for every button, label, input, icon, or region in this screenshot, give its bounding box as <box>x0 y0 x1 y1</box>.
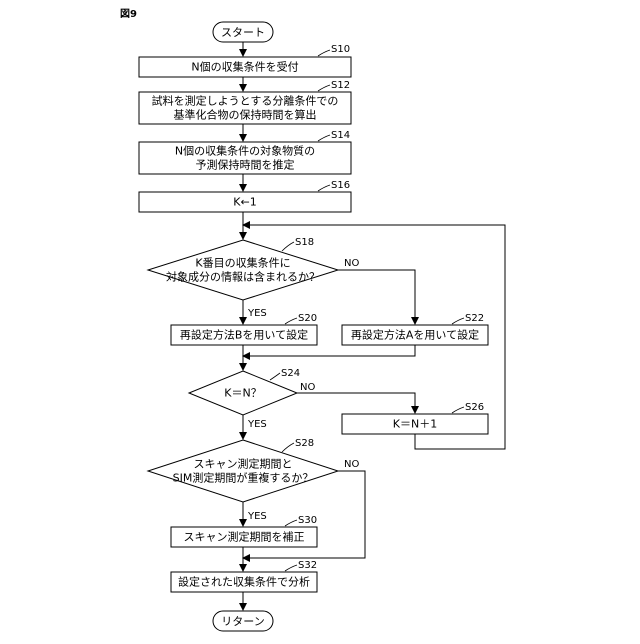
step-id-s26-text: S26 <box>465 402 484 413</box>
step-id-s14-text: S14 <box>331 130 350 141</box>
step-s20-box: 再設定方法Bを用いて設定 <box>171 325 317 345</box>
decision-s18-diamond: K番目の収集条件に対象成分の情報は含まれるか？ <box>148 240 338 300</box>
step-id-s16: S16 <box>318 180 350 191</box>
step-s22-text: 再設定方法Aを用いて設定 <box>351 328 479 342</box>
decision-s18-text-line-1: K番目の収集条件に <box>195 256 290 270</box>
step-id-s28: S28 <box>282 438 314 452</box>
decision-s18-text-line-2: 対象成分の情報は含まれるか？ <box>166 270 320 284</box>
start-terminal: スタート <box>213 22 273 42</box>
step-id-s24-text: S24 <box>281 368 300 379</box>
s18-no-label: NO <box>344 258 359 269</box>
step-s30-box: スキャン測定期間を補正 <box>171 527 317 547</box>
step-id-s18: S18 <box>282 237 314 251</box>
connector-s24-no-s26 <box>297 393 415 413</box>
step-s22-text-line-1: 再設定方法Aを用いて設定 <box>351 328 479 342</box>
decision-s28-text-line-2: SIM測定期間が重複するか？ <box>173 471 314 485</box>
step-id-s14: S14 <box>318 130 350 141</box>
step-id-s22: S22 <box>452 313 484 324</box>
step-id-s10: S10 <box>318 44 350 56</box>
step-id-s16-text: S16 <box>331 180 350 191</box>
step-s30-text-line-1: スキャン測定期間を補正 <box>184 530 305 544</box>
step-s14-text-line-2: 予測保持時間を推定 <box>196 158 295 172</box>
step-id-s28-text: S28 <box>295 438 314 449</box>
step-s16-text: K←1 <box>233 196 256 209</box>
step-s12-text-line-2: 基準化合物の保持時間を算出 <box>174 108 317 122</box>
step-s20-text-line-1: 再設定方法Bを用いて設定 <box>180 328 308 342</box>
step-s10-text-line-1: N個の収集条件を受付 <box>191 60 298 74</box>
step-s10-text: N個の収集条件を受付 <box>191 60 298 74</box>
step-id-s12: S12 <box>318 80 350 91</box>
decision-s28-diamond: スキャン測定期間とSIM測定期間が重複するか？ <box>148 440 338 502</box>
step-id-s20-text: S20 <box>298 313 317 324</box>
start-label: スタート <box>221 26 265 39</box>
s28-yes-label: YES <box>247 511 267 522</box>
step-s10-box: N個の収集条件を受付 <box>139 57 351 77</box>
decision-s24-text-line-1: K＝N？ <box>224 387 261 400</box>
decision-s24-text: K＝N？ <box>224 387 261 400</box>
step-id-s20: S20 <box>285 313 317 324</box>
figure-label: 図9 <box>120 8 137 20</box>
step-id-s32: S32 <box>285 560 317 571</box>
step-id-s30-text: S30 <box>298 515 317 526</box>
s24-yes-label: YES <box>247 419 267 430</box>
end-label: リターン <box>221 615 264 628</box>
step-s26-box: K＝N＋1 <box>342 414 488 434</box>
step-id-s12-text: S12 <box>331 80 350 91</box>
step-s26-text: K＝N＋1 <box>393 418 437 431</box>
step-s14-text-line-1: N個の収集条件の対象物質の <box>175 144 315 158</box>
connector-s22-merge <box>243 345 415 356</box>
step-id-s30: S30 <box>285 515 317 526</box>
s24-no-label: NO <box>300 382 315 393</box>
step-s16-text-line-1: K←1 <box>233 196 256 209</box>
step-s12-text-line-1: 試料を測定しようとする分離条件での <box>152 94 339 108</box>
step-id-s18-text: S18 <box>295 237 314 248</box>
step-s30-text: スキャン測定期間を補正 <box>184 530 305 544</box>
step-s14-box: N個の収集条件の対象物質の予測保持時間を推定 <box>139 142 351 174</box>
step-id-s24: S24 <box>270 368 300 380</box>
step-s32-text-line-1: 設定された収集条件で分析 <box>178 575 310 589</box>
step-s20-text: 再設定方法Bを用いて設定 <box>180 328 308 342</box>
step-id-s22-text: S22 <box>465 313 484 324</box>
step-s26-text-line-1: K＝N＋1 <box>393 418 437 431</box>
s18-yes-label: YES <box>247 308 267 319</box>
step-s32-text: 設定された収集条件で分析 <box>178 575 310 589</box>
s28-no-label: NO <box>344 459 359 470</box>
step-s16-box: K←1 <box>139 192 351 212</box>
step-s22-box: 再設定方法Aを用いて設定 <box>342 325 488 345</box>
step-id-s26: S26 <box>452 402 484 413</box>
step-id-s32-text: S32 <box>298 560 317 571</box>
step-id-s10-text: S10 <box>331 44 350 55</box>
step-s32-box: 設定された収集条件で分析 <box>171 572 317 592</box>
step-s12-box: 試料を測定しようとする分離条件での基準化合物の保持時間を算出 <box>139 92 351 124</box>
decision-s28-text-line-1: スキャン測定期間と <box>194 457 293 471</box>
end-terminal: リターン <box>213 611 273 631</box>
connector-s18-no-s22 <box>338 270 415 324</box>
